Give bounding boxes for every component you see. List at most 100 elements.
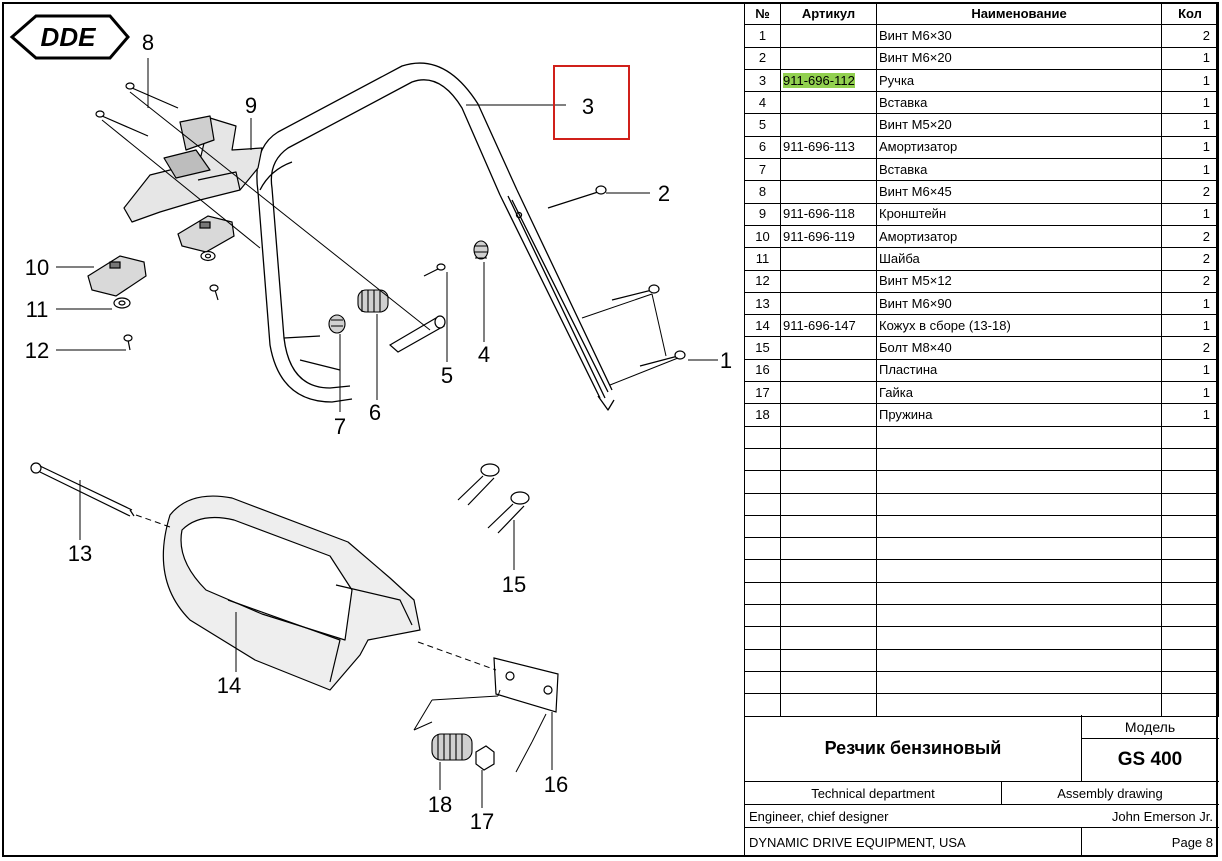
cell-no bbox=[744, 514, 781, 539]
cell-article: 911-696-147 bbox=[780, 314, 877, 338]
nut-part bbox=[475, 745, 495, 771]
designer-name: John Emerson Jr. bbox=[1001, 805, 1219, 828]
cell-no: 3 bbox=[744, 68, 781, 93]
cell-no bbox=[744, 648, 781, 672]
cell-name: Амортизатор bbox=[876, 224, 1162, 249]
cell-no: 18 bbox=[744, 403, 781, 427]
handle-part bbox=[256, 62, 615, 411]
cell-no: 6 bbox=[744, 135, 781, 160]
cell-qty bbox=[1161, 447, 1219, 472]
cell-no bbox=[744, 604, 781, 628]
cell-qty: 1 bbox=[1161, 46, 1219, 70]
header-qty: Кол bbox=[1161, 1, 1219, 26]
cell-name: Гайка bbox=[876, 381, 1162, 405]
cell-qty bbox=[1161, 537, 1219, 561]
cell-no: 1 bbox=[744, 24, 781, 48]
cell-no: 4 bbox=[744, 91, 781, 115]
cell-name bbox=[876, 581, 1162, 606]
cell-article bbox=[780, 514, 877, 539]
cell-article bbox=[780, 693, 877, 717]
cell-qty: 1 bbox=[1161, 314, 1219, 338]
callout-12: 12 bbox=[25, 338, 49, 363]
header-name: Наименование bbox=[876, 1, 1162, 26]
cell-no: 10 bbox=[744, 224, 781, 249]
cell-article bbox=[780, 492, 877, 516]
callout-14: 14 bbox=[217, 673, 241, 698]
cell-name bbox=[876, 693, 1162, 717]
long-bolt-part bbox=[30, 462, 135, 517]
cell-name: Винт М6×30 bbox=[876, 24, 1162, 48]
spring-part bbox=[431, 733, 473, 761]
highlight-box bbox=[553, 65, 630, 140]
header-no: № bbox=[744, 1, 781, 26]
callout-7: 7 bbox=[334, 414, 346, 439]
cell-article: 911-696-118 bbox=[780, 202, 877, 226]
table-row bbox=[744, 670, 1219, 695]
cell-no: 14 bbox=[744, 314, 781, 338]
cell-article bbox=[780, 670, 877, 695]
cell-qty: 2 bbox=[1161, 24, 1219, 48]
callout-5: 5 bbox=[441, 363, 453, 388]
model-label: Модель bbox=[1081, 715, 1219, 739]
table-row bbox=[744, 447, 1219, 472]
cell-no: 11 bbox=[744, 247, 781, 271]
product-name: Резчик бензиновый bbox=[745, 715, 1081, 782]
cell-no: 9 bbox=[744, 202, 781, 226]
cell-article: 911-696-113 bbox=[780, 135, 877, 160]
cell-no: 5 bbox=[744, 113, 781, 137]
table-row bbox=[744, 559, 1219, 583]
table-row bbox=[744, 514, 1219, 539]
table-row bbox=[744, 537, 1219, 561]
table-row bbox=[744, 492, 1219, 516]
cell-name: Винт М5×20 bbox=[876, 113, 1162, 137]
header-article: Артикул bbox=[780, 1, 877, 26]
washer-part bbox=[113, 250, 216, 309]
cell-no bbox=[744, 581, 781, 606]
cell-name: Кожух в сборе (13-18) bbox=[876, 314, 1162, 338]
cell-name bbox=[876, 626, 1162, 650]
callout-18: 18 bbox=[428, 792, 452, 817]
plate-part bbox=[493, 657, 559, 713]
cell-qty: 1 bbox=[1161, 68, 1219, 93]
cell-qty bbox=[1161, 470, 1219, 494]
cell-name: Пружина bbox=[876, 403, 1162, 427]
cell-no: 15 bbox=[744, 336, 781, 360]
cell-name bbox=[876, 648, 1162, 672]
callout-15: 15 bbox=[502, 572, 526, 597]
cell-qty: 2 bbox=[1161, 180, 1219, 204]
cell-qty: 1 bbox=[1161, 358, 1219, 383]
callout-11: 11 bbox=[26, 297, 49, 322]
cell-article bbox=[780, 180, 877, 204]
cell-name bbox=[876, 670, 1162, 695]
cell-no bbox=[744, 626, 781, 650]
cell-article bbox=[780, 447, 877, 472]
cell-qty bbox=[1161, 693, 1219, 717]
callout-17: 17 bbox=[470, 809, 494, 834]
cell-no: 2 bbox=[744, 46, 781, 70]
highlighted-article: 911-696-112 bbox=[783, 72, 855, 88]
cell-name: Винт М6×90 bbox=[876, 291, 1162, 316]
screw-parts bbox=[95, 82, 686, 367]
cell-no bbox=[744, 470, 781, 494]
callout-labels: 1 2 3 4 5 6 7 8 9 10 11 12 13 14 15 16 1… bbox=[25, 30, 732, 834]
guard-part bbox=[162, 495, 421, 691]
cell-article bbox=[780, 91, 877, 115]
cell-qty: 2 bbox=[1161, 269, 1219, 293]
cell-no bbox=[744, 447, 781, 472]
cell-name: Амортизатор bbox=[876, 135, 1162, 160]
cell-article bbox=[780, 537, 877, 561]
cell-name: Шайба bbox=[876, 247, 1162, 271]
bolt-parts bbox=[457, 463, 530, 534]
